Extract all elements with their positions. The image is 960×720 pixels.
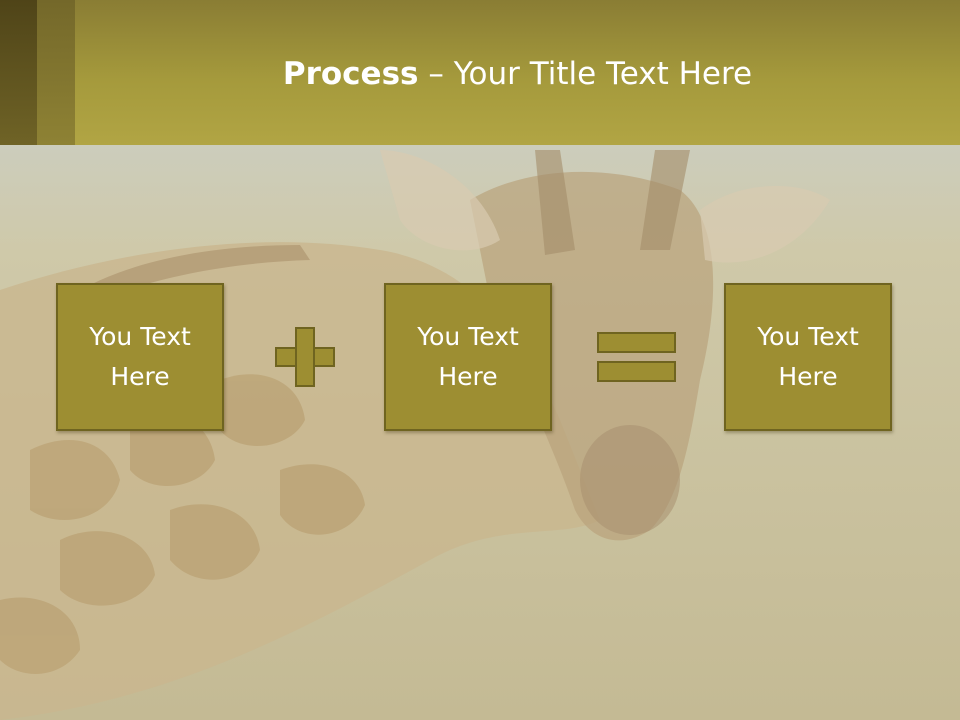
title-bar: Process – Your Title Text Here [0, 0, 960, 145]
process-box-3-text: You Text Here [757, 322, 859, 391]
process-box-2-text: You Text Here [417, 322, 519, 391]
header-accent-stripe-light [37, 0, 75, 145]
process-box-3[interactable]: You Text Here [724, 283, 892, 431]
process-box-2[interactable]: You Text Here [384, 283, 552, 431]
equals-top-bar [597, 332, 676, 353]
title-bold: Process [282, 56, 419, 92]
plus-center [297, 349, 313, 365]
process-box-1-text: You Text Here [89, 322, 191, 391]
process-box-1[interactable]: You Text Here [56, 283, 224, 431]
equals-bottom-bar [597, 361, 676, 382]
header-accent-stripe [0, 0, 37, 145]
title-rest: – Your Title Text Here [418, 56, 753, 92]
slide-title[interactable]: Process – Your Title Text Here [75, 52, 960, 96]
